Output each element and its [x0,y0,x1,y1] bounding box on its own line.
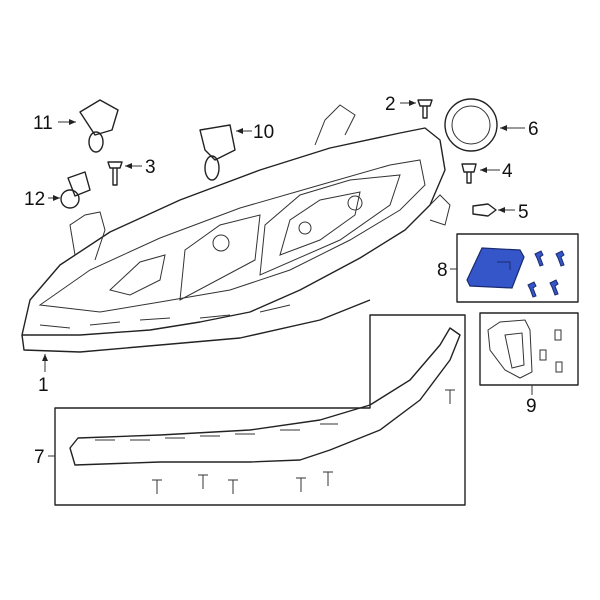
control-module-box-8: 8 [437,233,579,303]
callout-3-label: 3 [145,157,156,178]
callout-1: 1 [38,354,49,396]
screw-2: 2 [385,94,433,119]
cover-cap-6: 6 [444,98,539,152]
nut-4: 4 [461,161,513,184]
callout-8-label: 8 [437,260,448,281]
bracket-box-9: 9 [479,312,579,417]
callout-11-label: 11 [33,113,53,134]
callout-1-label: 1 [38,375,49,396]
pin-5: 5 [472,202,529,223]
screw-3: 3 [107,157,156,186]
callout-5-label: 5 [518,202,529,223]
bulb-12: 12 [24,171,91,210]
callout-12-label: 12 [24,189,45,210]
bulb-11: 11 [33,99,119,153]
callout-10-label: 10 [253,122,274,143]
callout-4-label: 4 [502,161,513,182]
callout-9-label: 9 [526,396,537,417]
trim-box-7: 7 [34,314,466,506]
callout-6-label: 6 [528,119,539,140]
bulb-10: 10 [199,122,274,181]
headlamp-assembly [21,104,451,353]
callout-2-label: 2 [385,94,396,115]
callout-7-label: 7 [34,447,45,468]
